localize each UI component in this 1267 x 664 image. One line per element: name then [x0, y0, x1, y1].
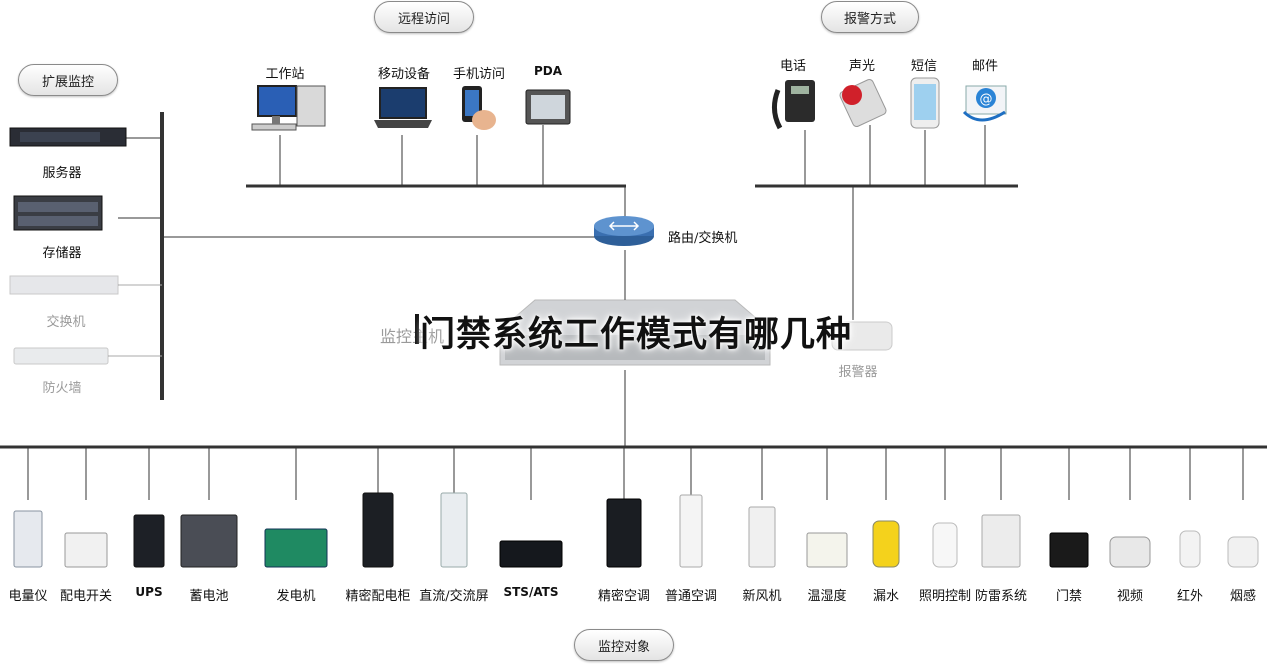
laptop-icon	[374, 87, 432, 128]
monitored-object-label: 发电机	[276, 589, 316, 604]
group-extended-monitoring: 扩展监控	[18, 64, 118, 96]
monitored-object-icon	[264, 528, 328, 568]
group-label: 监控对象	[597, 639, 650, 655]
monitored-object-label: STS/ATS	[503, 585, 559, 599]
workstation-icon	[251, 85, 326, 131]
monitored-object-label: 烟感	[1229, 589, 1257, 604]
title-bar-mark	[415, 314, 419, 344]
monitored-object-icon	[806, 532, 848, 568]
monitored-object-icon	[1109, 536, 1151, 568]
monitored-object-icon	[499, 540, 563, 568]
monitored-object-label: 门禁	[1055, 589, 1083, 604]
group-alarm-methods: 报警方式	[821, 1, 919, 33]
group-monitored-objects: 监控对象	[574, 629, 674, 661]
monitoring-host-icon	[499, 299, 771, 366]
label-storage: 存储器	[42, 246, 82, 261]
monitored-object-icon	[679, 494, 703, 568]
switch-icon	[9, 275, 119, 295]
monitored-object-label: 红外	[1176, 589, 1204, 604]
monitored-object-label: 温湿度	[807, 589, 847, 604]
monitored-object-label: 精密空调	[597, 589, 651, 604]
alarm-device-icon	[831, 321, 893, 351]
smartphone-icon	[910, 77, 940, 129]
bus-lines	[0, 112, 1267, 449]
monitored-object-label: 照明控制	[918, 589, 972, 604]
siren-strobe-icon	[839, 78, 887, 128]
label-sms: 短信	[910, 59, 938, 74]
monitored-object-icon	[180, 514, 238, 568]
overlay-title: 门禁系统工作模式有哪几种	[420, 315, 853, 355]
monitored-object-icon	[64, 532, 108, 568]
label-router-switch: 路由/交换机	[668, 231, 738, 246]
monitored-object-icon	[932, 522, 958, 568]
label-pda: PDA	[533, 64, 563, 78]
monitored-object-icon	[133, 514, 165, 568]
monitored-object-label: 配电开关	[59, 589, 113, 604]
label-firewall: 防火墙	[42, 381, 82, 396]
label-phone-access: 手机访问	[452, 67, 506, 82]
group-label: 远程访问	[397, 11, 450, 27]
pda-icon	[525, 89, 571, 125]
label-sound-light: 声光	[848, 59, 876, 74]
monitored-object-label: 防雷系统	[974, 589, 1028, 604]
monitored-object-label: 视频	[1116, 589, 1144, 604]
mobile-phone-icon	[462, 86, 496, 130]
monitored-object-label: 电量仪	[8, 589, 48, 604]
server-icon	[9, 127, 127, 147]
email-icon: @	[962, 85, 1007, 122]
router-icon	[594, 216, 654, 246]
monitored-object-icon	[1049, 532, 1089, 568]
label-mobile-device: 移动设备	[377, 67, 431, 82]
monitored-object-icon	[606, 498, 642, 568]
monitored-object-icon	[13, 510, 43, 568]
monitored-object-icon	[1179, 530, 1201, 568]
monitored-object-label: 新风机	[742, 589, 782, 604]
monitored-object-icon	[440, 492, 468, 568]
label-email: 邮件	[971, 59, 999, 74]
object-drop-lines	[27, 447, 1244, 500]
label-workstation: 工作站	[265, 67, 305, 82]
label-switch: 交换机	[46, 315, 86, 330]
svg-text:@: @	[980, 92, 993, 107]
telephone-icon	[772, 80, 815, 130]
monitored-object-icon	[981, 514, 1021, 568]
monitored-object-label: UPS	[135, 585, 163, 599]
label-phone: 电话	[779, 59, 807, 74]
monitored-object-icon	[872, 520, 900, 568]
monitored-object-icon	[1227, 536, 1259, 568]
label-monitoring-host: 监控主机	[379, 327, 445, 346]
monitored-object-icon	[362, 492, 394, 568]
monitored-object-icon	[748, 506, 776, 568]
monitored-object-label: 蓄电池	[189, 589, 229, 604]
monitored-object-icons	[13, 492, 1259, 568]
monitored-object-label: 漏水	[872, 589, 900, 604]
label-server: 服务器	[42, 166, 82, 181]
group-label: 扩展监控	[41, 74, 94, 90]
storage-icon	[13, 195, 103, 231]
label-alarm-device: 报警器	[838, 365, 878, 380]
group-label: 报警方式	[843, 11, 896, 27]
monitored-object-label: 精密配电柜	[345, 589, 411, 604]
monitored-object-label: 直流/交流屏	[419, 589, 489, 604]
group-remote-access: 远程访问	[374, 1, 474, 33]
firewall-icon	[13, 347, 109, 365]
monitored-object-label: 普通空调	[664, 589, 718, 604]
